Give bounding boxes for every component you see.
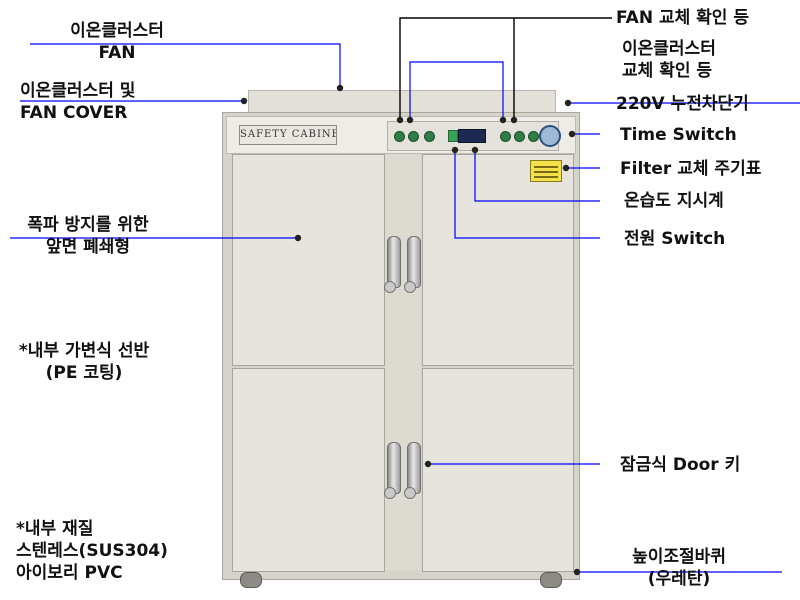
door-top-right[interactable]: [422, 154, 574, 366]
leader-ion-lamp: [409, 61, 504, 120]
label-ion-fan: 이온클러스터 FAN: [70, 21, 164, 63]
door-handle-bottom-left[interactable]: [384, 442, 401, 499]
door-bottom-right[interactable]: [422, 368, 574, 572]
leader-thermo: [474, 150, 600, 202]
label-inner-material: *내부 재질 스텐레스(SUS304) 아이보리 PVC: [16, 519, 168, 583]
label-power-switch: 전원 Switch: [624, 229, 726, 249]
time-switch-knob[interactable]: [539, 125, 561, 147]
door-top-left[interactable]: [232, 154, 385, 366]
leader-fan-lamp: [399, 17, 612, 120]
door-handle-top-right[interactable]: [404, 236, 421, 293]
power-switch[interactable]: [448, 130, 458, 142]
center-strip: [384, 154, 421, 570]
label-time-switch: Time Switch: [620, 125, 737, 145]
leader-power: [454, 150, 600, 239]
label-ion-fan-cover: 이온클러스터 및 FAN COVER: [20, 81, 136, 123]
label-ion-replace-lamp: 이온클러스터 교체 확인 등: [622, 39, 716, 81]
cabinet-nameplate: SAFETY CABINET: [239, 125, 337, 145]
door-handle-top-left[interactable]: [384, 236, 401, 293]
caster-right: [540, 572, 562, 588]
label-breaker: 220V 누전차단기: [616, 94, 749, 114]
fan-lamp-2: [514, 131, 525, 142]
label-inner-shelf: *내부 가변식 선반 (PE 코팅): [18, 341, 150, 383]
label-explosion-front: 폭파 방지를 위한 앞면 폐쇄형: [27, 215, 149, 257]
fan-lamp-1: [408, 131, 419, 142]
label-thermo-hygrometer: 온습도 지시계: [624, 191, 724, 211]
lamp-6: [528, 131, 539, 142]
door-bottom-left[interactable]: [232, 368, 385, 572]
ion-lamp-1: [394, 131, 405, 142]
label-filter-chart: Filter 교체 주기표: [620, 159, 762, 179]
door-handle-bottom-right[interactable]: [404, 442, 421, 499]
label-fan-replace-lamp: FAN 교체 확인 등: [616, 8, 750, 28]
thermo-hygrometer-display: [458, 129, 486, 143]
caster-left: [240, 572, 262, 588]
leader-ion-fan: [30, 43, 341, 88]
filter-chart-sticker: [530, 160, 562, 182]
lamp-3: [424, 131, 435, 142]
ion-lamp-2: [500, 131, 511, 142]
label-caster: 높이조절바퀴 (우레탄): [632, 547, 726, 589]
label-door-lock: 잠금식 Door 키: [620, 455, 741, 475]
